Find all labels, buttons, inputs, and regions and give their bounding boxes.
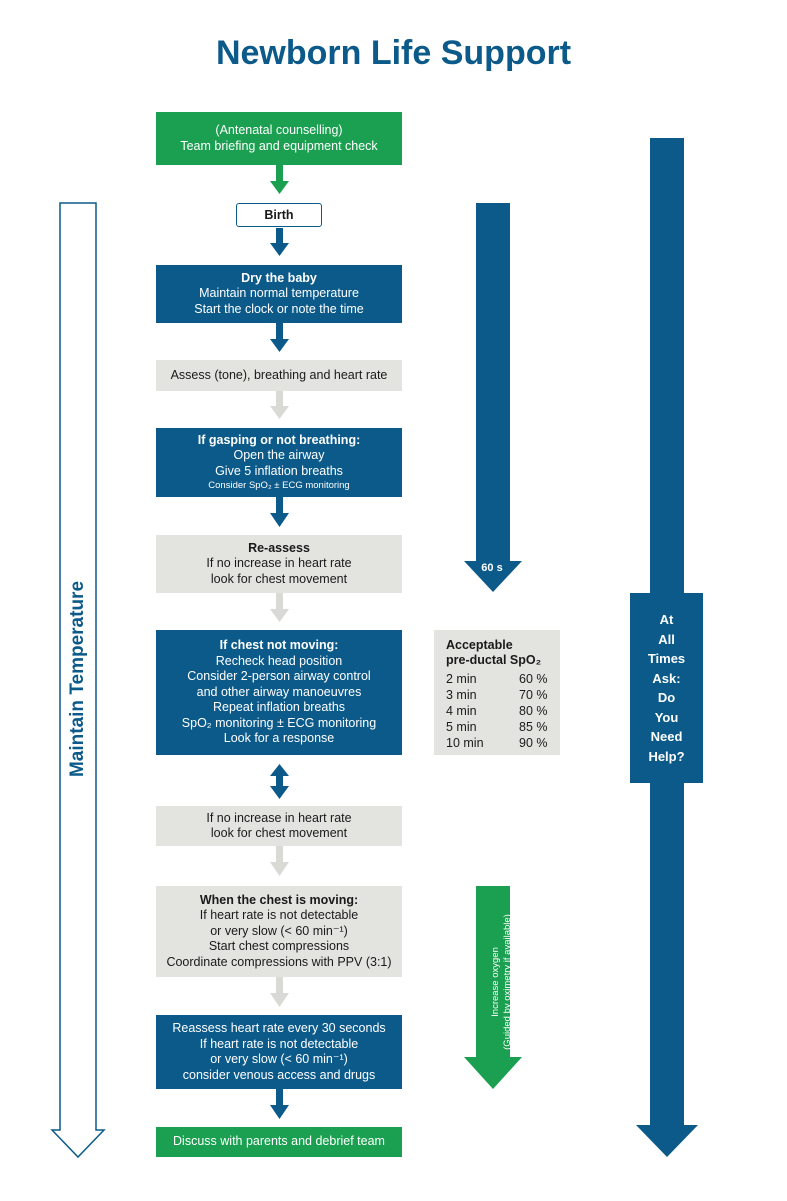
chest-moving-line-3: Start chest compressions xyxy=(208,939,350,954)
table-row: 4 min 80 % xyxy=(446,703,548,719)
birth-box: Birth xyxy=(236,203,322,227)
ask-word: At xyxy=(659,612,674,627)
assess-box: Assess (tone), breathing and heart rate xyxy=(156,360,402,391)
sixty-seconds-arrow xyxy=(464,203,522,592)
table-row: 2 min 60 % xyxy=(446,671,548,687)
ask-word: All xyxy=(658,631,675,647)
grey-down-arrow-4 xyxy=(270,977,289,1007)
spo2-heading-2: pre-ductal SpO₂ xyxy=(446,653,542,667)
no-increase-line-1: If no increase in heart rate xyxy=(206,810,352,825)
green-down-arrow xyxy=(270,165,289,194)
ask-for-help-box: At All Times Ask: Do You Need Help? xyxy=(630,593,703,783)
gasping-line-1: Open the airway xyxy=(233,448,325,463)
table-row: 10 min 90 % xyxy=(446,735,548,751)
blue-down-arrow-2 xyxy=(270,323,289,352)
chest-not-moving-line-3: and other airway manoeuvres xyxy=(196,684,362,699)
no-increase-line-2: look for chest movement xyxy=(210,826,348,840)
debrief-text: Discuss with parents and debrief team xyxy=(173,1134,385,1149)
dry-line-2: Start the clock or note the time xyxy=(194,301,364,316)
chest-moving-line-2: or very slow (< 60 min⁻¹) xyxy=(210,923,348,938)
counselling-line-1: (Antenatal counselling) xyxy=(215,123,343,137)
table-row: 5 min 85 % xyxy=(446,719,548,735)
page-title: Newborn Life Support xyxy=(215,34,572,72)
gasping-line-2: Give 5 inflation breaths xyxy=(215,463,343,478)
chest-not-moving-line-5: SpO₂ monitoring ± ECG monitoring xyxy=(181,715,377,730)
ask-word: Times xyxy=(647,651,686,666)
chest-moving-box: When the chest is moving: If heart rate … xyxy=(156,886,402,977)
ask-word: Do xyxy=(657,690,676,705)
gasping-line-3: Consider SpO₂ ± ECG monitoring xyxy=(208,480,350,492)
reassess30-line-2: If heart rate is not detectable xyxy=(199,1036,359,1051)
chest-not-moving-heading: If chest not moving: xyxy=(219,638,339,653)
reassess-30-seconds-box: Reassess heart rate every 30 seconds If … xyxy=(156,1015,402,1089)
spo2-value: 90 % xyxy=(519,736,548,750)
chest-not-moving-line-1: Recheck head position xyxy=(215,653,343,668)
grey-down-arrow-3 xyxy=(270,846,289,876)
no-increase-box: If no increase in heart rate look for ch… xyxy=(156,806,402,846)
dry-heading: Dry the baby xyxy=(241,270,317,285)
chest-moving-heading: When the chest is moving: xyxy=(199,892,359,907)
chest-moving-line-1: If heart rate is not detectable xyxy=(199,908,359,923)
blue-down-arrow-3 xyxy=(270,497,289,527)
blue-down-arrow-4 xyxy=(270,1089,289,1119)
spo2-time: 3 min xyxy=(446,688,477,702)
spo2-time: 4 min xyxy=(446,704,477,718)
counselling-box: (Antenatal counselling) Team briefing an… xyxy=(156,112,402,165)
grey-down-arrow-1 xyxy=(270,391,289,419)
dry-line-1: Maintain normal temperature xyxy=(199,286,359,301)
spo2-value: 80 % xyxy=(519,704,548,718)
ask-word: You xyxy=(654,709,679,725)
reassess-line-1: If no increase in heart rate xyxy=(206,556,352,571)
spo2-table-box: Acceptable pre-ductal SpO₂ 2 min 60 % 3 m… xyxy=(434,630,560,755)
spo2-value: 60 % xyxy=(519,672,548,686)
chest-not-moving-box: If chest not moving: Recheck head positi… xyxy=(156,630,402,755)
gasping-heading: If gasping or not breathing: xyxy=(197,432,361,447)
maintain-temperature-label: Maintain Temperature xyxy=(67,580,88,778)
oxygen-arrow xyxy=(464,886,522,1089)
spo2-time: 2 min xyxy=(446,672,477,686)
spo2-heading-1: Acceptable xyxy=(446,638,513,652)
gasping-box: If gasping or not breathing: Open the ai… xyxy=(156,428,402,497)
chest-not-moving-line-2: Consider 2-person airway control xyxy=(187,669,371,684)
reassess30-line-3: or very slow (< 60 min⁻¹) xyxy=(210,1052,348,1066)
reassess30-line-1: Reassess heart rate every 30 seconds xyxy=(172,1021,386,1035)
debrief-box: Discuss with parents and debrief team xyxy=(156,1127,402,1157)
ask-word: Ask: xyxy=(652,670,681,686)
reassess-line-2: look for chest movement xyxy=(210,571,348,586)
table-row: 3 min 70 % xyxy=(446,687,548,703)
maintain-temperature-arrow xyxy=(50,202,106,1159)
counselling-line-2: Team briefing and equipment check xyxy=(180,138,378,153)
assess-text: Assess (tone), breathing and heart rate xyxy=(170,367,388,382)
blue-down-arrow-1 xyxy=(270,228,289,256)
reassess30-line-4: consider venous access and drugs xyxy=(182,1067,376,1082)
reassess-box: Re-assess If no increase in heart rate l… xyxy=(156,535,402,593)
dry-the-baby-box: Dry the baby Maintain normal temperature… xyxy=(156,265,402,323)
oxygen-line-1: Increase oxygen xyxy=(490,947,501,1017)
ask-word: Help? xyxy=(648,748,685,764)
spo2-time: 5 min xyxy=(446,720,477,734)
spo2-time: 10 min xyxy=(446,736,484,750)
sixty-seconds-label: 60 s xyxy=(481,562,503,574)
spo2-value: 70 % xyxy=(519,688,548,702)
chest-not-moving-line-6: Look for a response xyxy=(223,731,335,746)
ask-word: Need xyxy=(650,729,683,744)
oxygen-line-2: (Guided by oximetry if available) xyxy=(502,914,513,1050)
double-headed-arrow xyxy=(270,764,289,799)
grey-down-arrow-2 xyxy=(270,593,289,622)
chest-moving-line-4: Coordinate compressions with PPV (3:1) xyxy=(166,954,392,969)
reassess-heading: Re-assess xyxy=(248,540,310,555)
spo2-value: 85 % xyxy=(519,720,548,734)
increase-oxygen-label: Increase oxygen (Guided by oximetry if a… xyxy=(490,902,514,1062)
chest-not-moving-line-4: Repeat inflation breaths xyxy=(212,700,346,715)
